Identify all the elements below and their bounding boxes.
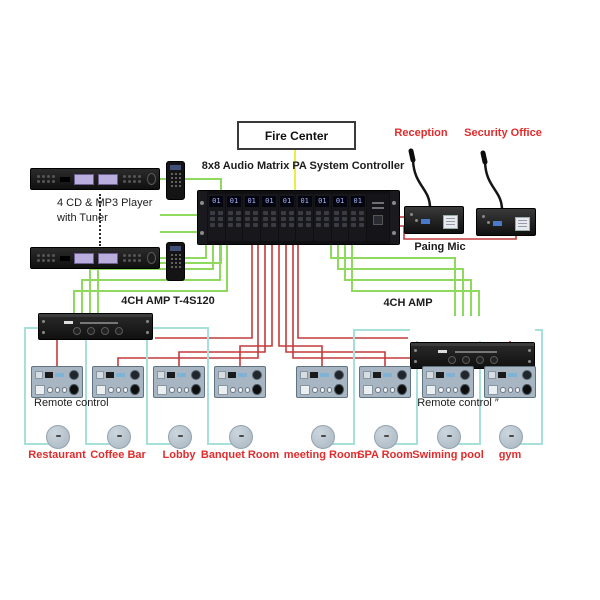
cd-display xyxy=(73,173,94,185)
dotted-connector xyxy=(99,194,101,246)
controller-title: 8x8 Audio Matrix PA System Controller xyxy=(201,160,405,172)
ceiling-speaker-2 xyxy=(107,425,131,449)
fire-center-label: Fire Center xyxy=(264,128,329,143)
ceiling-speaker-3 xyxy=(168,425,192,449)
speaker-wires xyxy=(24,327,543,445)
cd-player-label-line2: with Tuner xyxy=(57,212,108,224)
cd-player-label-line1: 4 CD & MP3 Player xyxy=(57,197,153,209)
remote-control-label-right: Remote control ″ xyxy=(417,397,499,409)
cd-player-1 xyxy=(30,168,160,190)
paging-mic-reception xyxy=(400,146,466,236)
paging-mic-label: Paing Mic xyxy=(414,241,466,253)
volume-panel-1 xyxy=(31,366,83,398)
matrix-channel-module: 01 xyxy=(349,194,367,241)
fire-center-box: Fire Center xyxy=(237,121,356,150)
gooseneck-mic-icon xyxy=(480,150,504,211)
ceiling-speaker-1 xyxy=(46,425,70,449)
volume-panel-2 xyxy=(92,366,144,398)
cd-knob xyxy=(147,252,156,264)
cd-display xyxy=(97,173,119,185)
volume-panel-6 xyxy=(359,366,411,398)
gooseneck-mic-icon xyxy=(408,148,432,209)
ceiling-speaker-6 xyxy=(374,425,398,449)
amp-right-label: 4CH AMP xyxy=(383,297,433,309)
matrix-channel-module: 01 xyxy=(296,194,314,241)
reception-label: Reception xyxy=(394,127,448,139)
matrix-channel-module: 01 xyxy=(331,194,349,241)
audio-matrix-controller: 01 01 01 01 01 01 01 01 01 xyxy=(197,190,400,245)
power-button xyxy=(373,215,384,225)
volume-panel-7 xyxy=(422,366,474,398)
cd-display xyxy=(73,252,94,264)
remote-control-label-left: Remote control xyxy=(34,397,109,409)
ir-remote-1 xyxy=(166,161,185,200)
volume-panel-4 xyxy=(214,366,266,398)
mic-base xyxy=(476,208,536,236)
matrix-channel-module: 01 xyxy=(278,194,296,241)
matrix-channel-module: 01 xyxy=(314,194,331,241)
cd-knob xyxy=(147,173,156,185)
amp-left-label: 4CH AMP T-4S120 xyxy=(121,295,215,307)
zone-label-restaurant: Restaurant xyxy=(28,449,86,461)
volume-panel-5 xyxy=(296,366,348,398)
security-office-label: Security Office xyxy=(464,127,542,139)
cd-display xyxy=(97,252,119,264)
zone-label-spa-room: SPA Room xyxy=(357,449,413,461)
zone-label-banquet-room: Banquet Room xyxy=(200,449,280,461)
ceiling-speaker-8 xyxy=(499,425,523,449)
volume-panel-8 xyxy=(484,366,536,398)
cd-player-2 xyxy=(30,247,160,269)
ir-remote-2 xyxy=(166,242,185,281)
mic-base xyxy=(404,206,464,234)
ceiling-speaker-7 xyxy=(437,425,461,449)
volume-panel-3 xyxy=(153,366,205,398)
amp-right xyxy=(410,342,535,369)
matrix-master-section xyxy=(367,194,390,241)
zone-label-lobby: Lobby xyxy=(162,449,196,461)
ceiling-speaker-5 xyxy=(311,425,335,449)
zone-label-coffee-bar: Coffee Bar xyxy=(90,449,146,461)
matrix-channel-module: 01 xyxy=(225,194,243,241)
matrix-channel-module: 01 xyxy=(243,194,261,241)
matrix-channel-module: 01 xyxy=(261,194,278,241)
zone-label-swimming-pool: Swiming pool xyxy=(412,449,484,461)
amp-left xyxy=(38,313,153,340)
paging-mic-security xyxy=(472,148,538,238)
zone-label-gym: gym xyxy=(498,449,522,461)
ceiling-speaker-4 xyxy=(229,425,253,449)
zone-label-meeting-room: meeting Room xyxy=(283,449,361,461)
matrix-channel-module: 01 xyxy=(208,194,225,241)
